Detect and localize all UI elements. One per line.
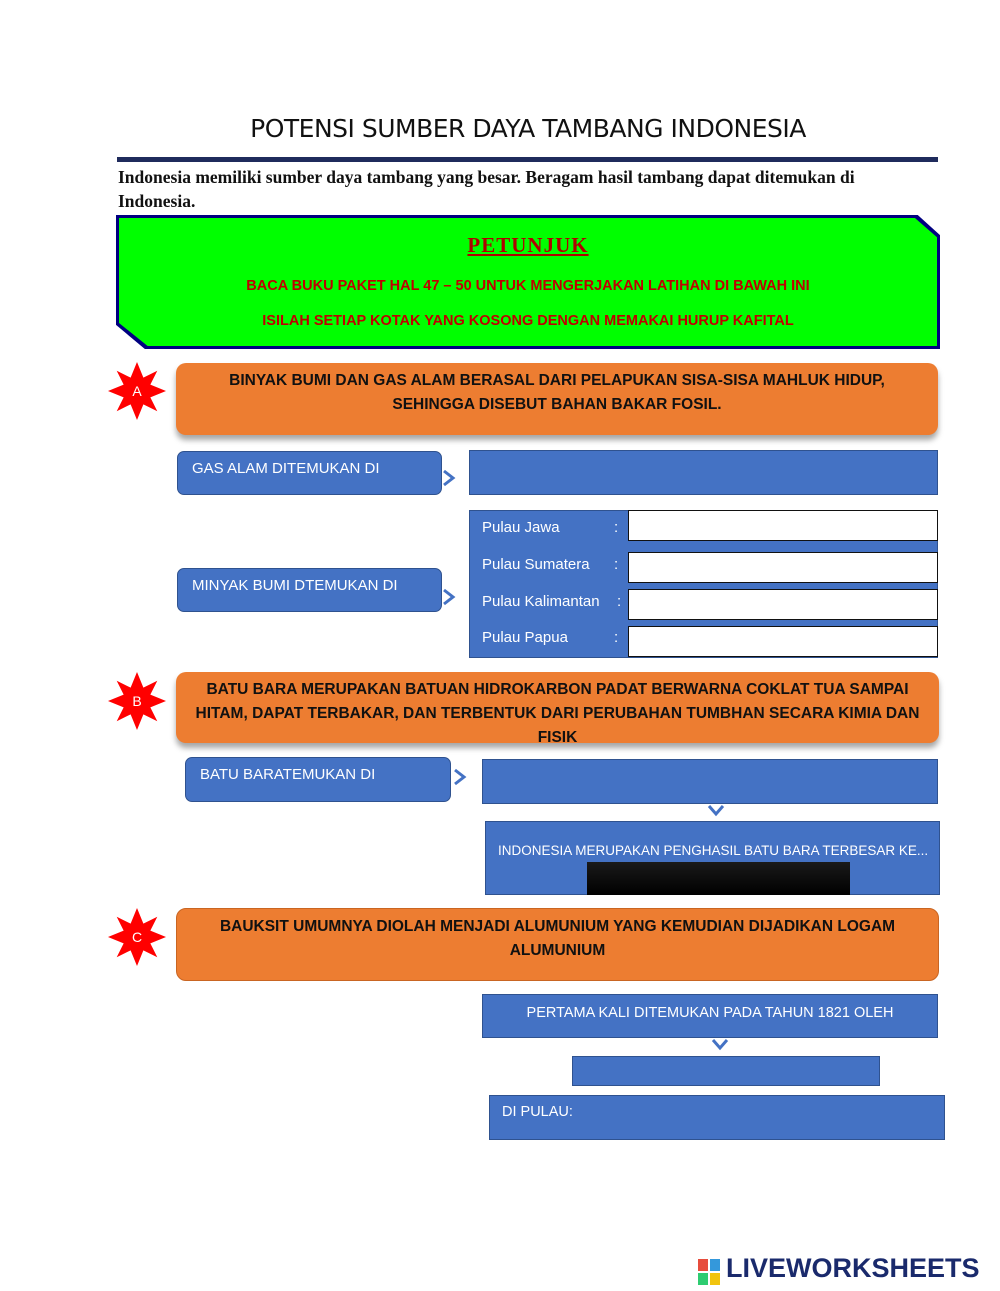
island-input-kalimantan[interactable] <box>628 589 938 620</box>
arrow-right-icon <box>454 768 467 786</box>
island-label-jawa: Pulau Jawa <box>482 519 560 536</box>
oil-label: MINYAK BUMI DTEMUKAN DI <box>177 568 442 612</box>
gas-answer-input[interactable] <box>469 450 938 495</box>
instructions-box <box>116 215 940 349</box>
island-input-jawa[interactable] <box>628 510 938 541</box>
gas-label: GAS ALAM DITEMUKAN DI <box>177 451 442 495</box>
arrow-right-icon <box>443 588 456 606</box>
section-b-marker: B <box>108 672 166 730</box>
island-label-sumatera: Pulau Sumatera <box>482 556 590 573</box>
coal-producer-text: INDONESIA MERUPAKAN PENGHASIL BATU BARA … <box>498 843 929 858</box>
instructions-line-2: ISILAH SETIAP KOTAK YANG KOSONG DENGAN M… <box>262 313 794 329</box>
section-a-statement: BINYAK BUMI DAN GAS ALAM BERASAL DARI PE… <box>176 363 938 435</box>
redacted-answer-area <box>587 862 850 895</box>
island-label-kalimantan: Pulau Kalimantan <box>482 593 600 610</box>
section-c-marker: C <box>108 908 166 966</box>
instructions-title: PETUNJUK <box>467 233 589 257</box>
arrow-right-icon <box>443 469 456 487</box>
island-label-papua: Pulau Papua <box>482 629 568 646</box>
title-divider <box>117 157 938 162</box>
intro-text: Indonesia memiliki sumber daya tambang y… <box>118 167 855 211</box>
first-found-label: PERTAMA KALI DITEMUKAN PADA TAHUN 1821 O… <box>482 994 938 1038</box>
island-sep: : <box>617 593 622 610</box>
section-c-statement: BAUKSIT UMUMNYA DIOLAH MENJADI ALUMUNIUM… <box>176 908 939 981</box>
coal-answer-input[interactable] <box>482 759 938 804</box>
page-title: POTENSI SUMBER DAYA TAMBANG INDONESIA <box>250 114 806 143</box>
discoverer-input[interactable] <box>572 1056 880 1086</box>
island-sep: : <box>614 519 619 536</box>
island-sep: : <box>614 629 619 646</box>
arrow-down-icon <box>711 1039 729 1051</box>
arrow-down-icon <box>707 805 725 817</box>
coal-label: BATU BARATEMUKAN DI <box>185 757 451 802</box>
liveworksheets-logo-icon <box>698 1259 722 1285</box>
section-a-marker: A <box>108 362 166 420</box>
island-input-papua[interactable] <box>628 626 938 657</box>
liveworksheets-logo-text: LIVEWORKSHEETS <box>726 1253 980 1283</box>
section-b-statement: BATU BARA MERUPAKAN BATUAN HIDROKARBON P… <box>176 672 939 743</box>
island-sep: : <box>614 556 619 573</box>
island-input-sumatera[interactable] <box>628 552 938 583</box>
instructions-line-1: BACA BUKU PAKET HAL 47 – 50 UNTUK MENGER… <box>246 278 810 294</box>
island-answer-box[interactable]: DI PULAU: <box>489 1095 945 1140</box>
